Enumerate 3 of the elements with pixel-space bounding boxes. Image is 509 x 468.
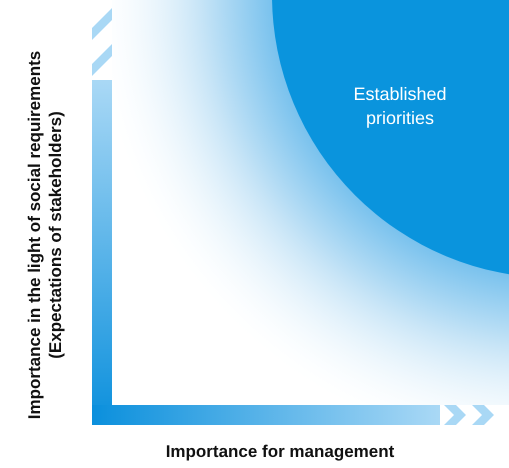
y-axis-label: Importance in the light of social requirements (Expectations of stakeholders) xyxy=(24,50,66,422)
circle-label: Established priorities xyxy=(352,83,448,130)
x-axis-label: Importance for management xyxy=(164,442,396,462)
